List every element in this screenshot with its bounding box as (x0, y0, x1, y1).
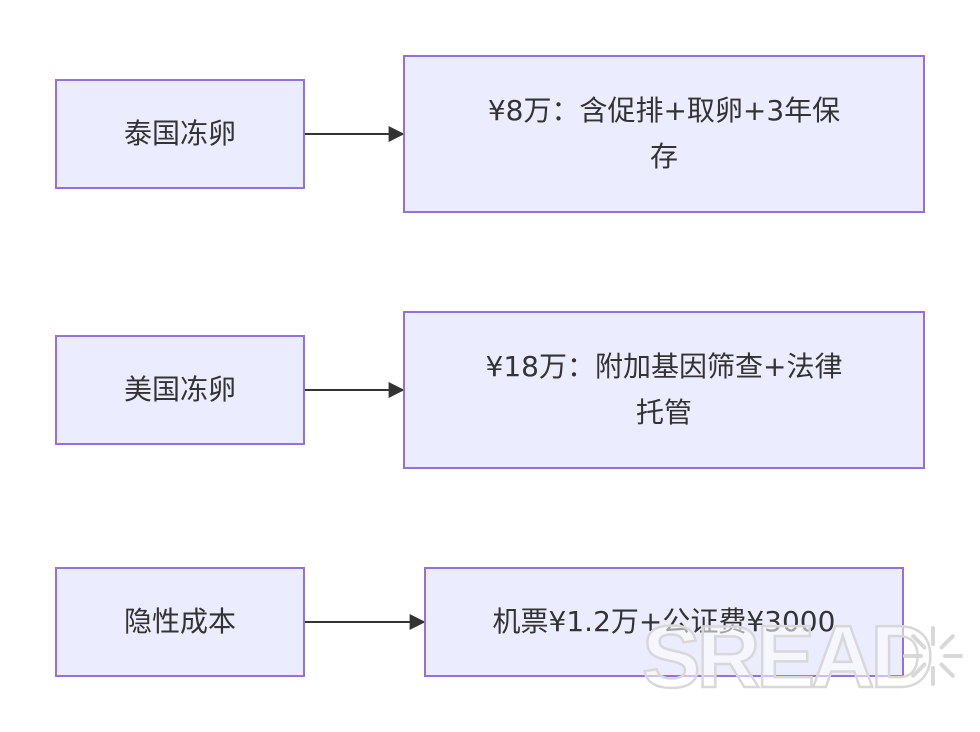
node-label: 隐性成本 (123, 605, 236, 638)
watermark-text: SREAD (642, 612, 930, 702)
node-usa-egg-freezing: 美国冻卵 (55, 335, 305, 445)
sun-burst-icon (903, 626, 963, 686)
node-label-line: 存 (649, 140, 678, 173)
node-thailand-egg-freezing: 泰国冻卵 (55, 79, 305, 189)
node-label-line: 机票¥1.2万+公证费¥3000 (492, 605, 836, 638)
node-label: 泰国冻卵 (123, 117, 236, 150)
node-hidden-cost-detail: 机票¥1.2万+公证费¥3000 (424, 567, 904, 677)
node-label-line: ¥18万：附加基因筛查+法律 (485, 350, 843, 383)
node-hidden-cost: 隐性成本 (55, 567, 305, 677)
node-thailand-cost: ¥8万：含促排+取卵+3年保 存 (403, 55, 925, 213)
node-label-line: ¥8万：含促排+取卵+3年保 (487, 94, 841, 127)
node-usa-cost: ¥18万：附加基因筛查+法律 托管 (403, 311, 925, 469)
watermark-logo: SREAD (641, 612, 963, 702)
node-label: 美国冻卵 (123, 373, 236, 406)
node-label-line: 托管 (635, 396, 692, 429)
